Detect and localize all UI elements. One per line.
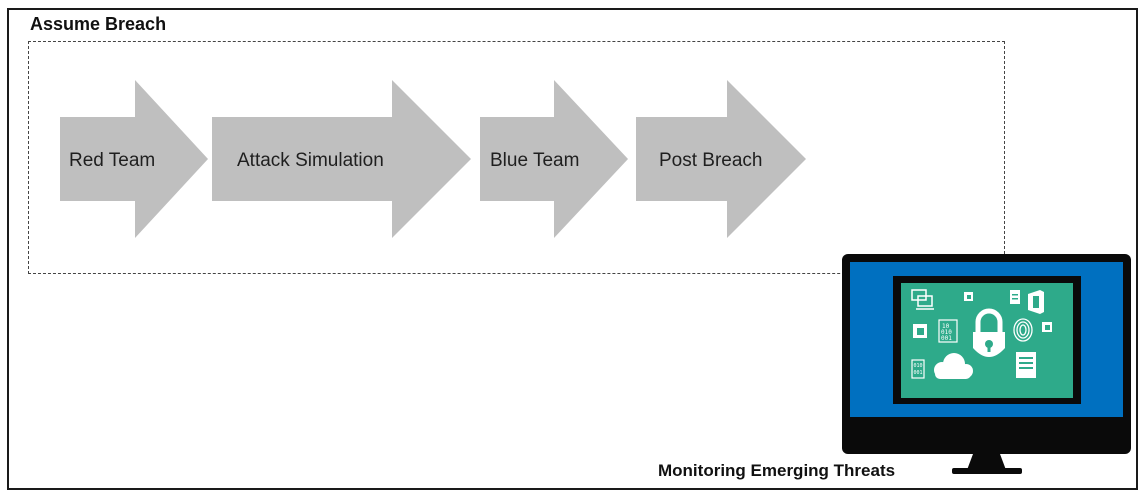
small-window-icon: [1042, 322, 1052, 332]
devices-icon: [911, 289, 934, 310]
small-window-icon: [913, 324, 927, 338]
office-icon: [1028, 290, 1044, 314]
step-label: Attack Simulation: [237, 150, 384, 171]
binary-icon: 10 010 001: [938, 319, 958, 343]
diagram-frame: [7, 8, 1138, 490]
assume-breach-group: [28, 41, 1005, 274]
monitor-neck: [967, 454, 1006, 470]
window-icon: [964, 292, 973, 301]
monitor-illustration: 10 010 001 010 001: [842, 254, 1131, 474]
step-arrow-blue-team: Blue Team: [480, 80, 628, 238]
step-arrow-post-breach: Post Breach: [636, 80, 806, 238]
step-label: Blue Team: [490, 150, 579, 171]
fingerprint-icon: [1013, 318, 1033, 342]
step-arrow-red-team: Red Team: [60, 80, 208, 238]
svg-text:010: 010: [941, 329, 952, 336]
svg-text:001: 001: [914, 370, 923, 376]
step-label: Red Team: [69, 150, 155, 171]
padlock-icon: [973, 308, 1005, 357]
document-icon: [1010, 290, 1020, 304]
monitor-caption: Monitoring Emerging Threats: [658, 461, 896, 480]
monitor-stand: [952, 468, 1022, 474]
diagram-title: Assume Breach: [30, 14, 167, 34]
step-label: Post Breach: [659, 150, 763, 171]
svg-text:001: 001: [941, 335, 952, 342]
binary-icon: 010 001: [911, 359, 925, 379]
svg-text:010: 010: [914, 363, 923, 369]
svg-text:10: 10: [942, 323, 950, 330]
cloud-icon: [934, 353, 973, 379]
step-arrow-attack-simulation: Attack Simulation: [212, 80, 471, 238]
server-icon: [1016, 352, 1036, 378]
